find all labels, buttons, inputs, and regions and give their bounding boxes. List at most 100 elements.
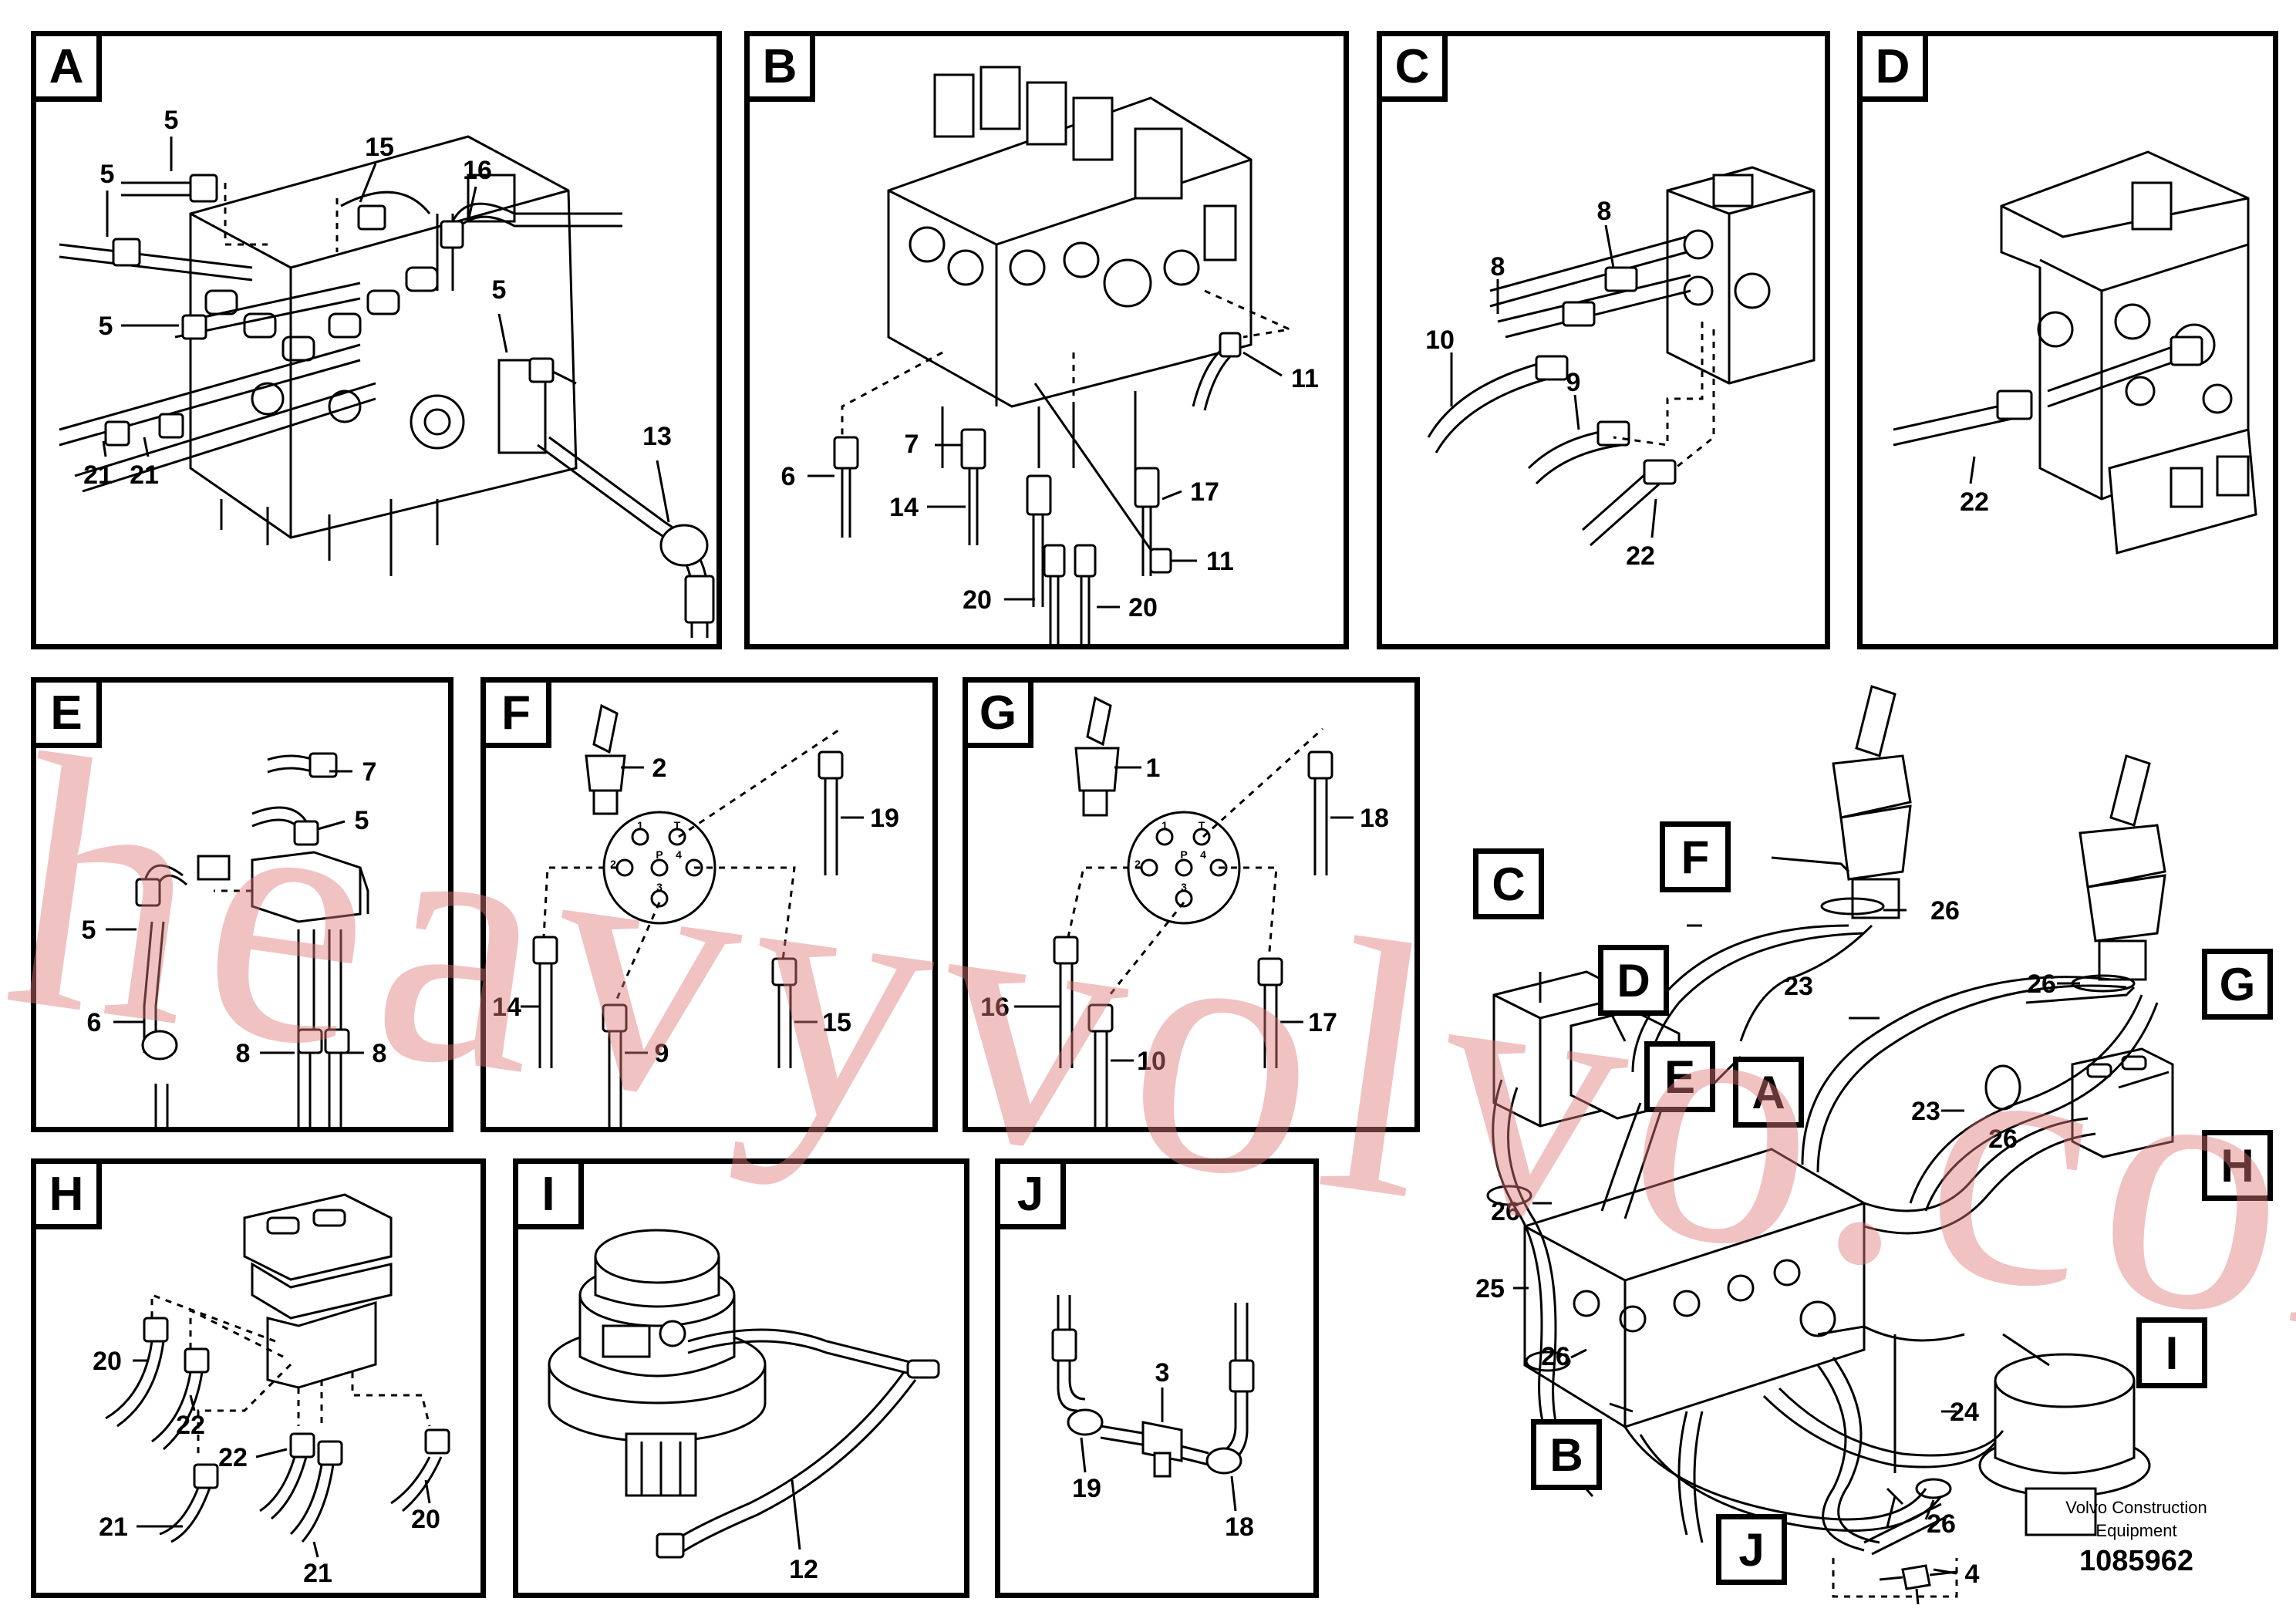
panel-f-label: F (480, 677, 551, 748)
fittings-b (833, 332, 1242, 578)
panel-i-drawing: 12 (548, 1229, 940, 1584)
port-f-4: 4 (676, 848, 682, 861)
hoses-h (105, 1340, 443, 1543)
callout-ov-26-lower-left: 26 (1541, 1342, 1570, 1371)
joystick-left-overview (2079, 754, 2166, 981)
panel-h-drawing: 20 22 22 21 20 21 (93, 1193, 450, 1588)
valve-block-a (189, 135, 578, 576)
callout-d-22: 22 (1960, 487, 1989, 517)
dashed-links-overview (1832, 1558, 1958, 1598)
callout-e-5-top: 5 (355, 806, 369, 835)
overview-label-e: E (1644, 1041, 1715, 1112)
panel-b: B (744, 31, 1349, 649)
callout-c-8-left: 8 (1491, 252, 1505, 282)
callout-a-5-top: 5 (164, 106, 179, 135)
callout-g-17: 17 (1308, 1008, 1337, 1037)
callout-ov-26-left: 26 (2027, 969, 2056, 999)
callout-b-11-top: 11 (1291, 364, 1319, 393)
overview-label-g: G (2202, 949, 2273, 1020)
callout-a-21-left: 21 (83, 460, 113, 490)
panel-e: E (31, 677, 453, 1132)
callout-ov-24: 24 (1950, 1398, 1979, 1427)
port-f-3: 3 (656, 881, 663, 893)
fittings-c (1535, 266, 1677, 485)
callout-h-20-left: 20 (93, 1347, 122, 1376)
panel-e-drawing: 7 5 5 6 8 8 (82, 752, 386, 1127)
callout-b-20-left: 20 (963, 585, 992, 615)
dashed-links-a (224, 183, 339, 252)
callout-b-20-right: 20 (1128, 593, 1158, 622)
callouts-h: 20 22 22 21 20 21 (93, 1347, 440, 1588)
port-labels-g: 1 T 2 P 4 3 (1135, 819, 1206, 893)
leader-lines-j (1080, 1388, 1237, 1512)
callout-c-9: 9 (1566, 368, 1581, 397)
callout-b-14: 14 (889, 493, 919, 522)
overview-label-c: C (1473, 848, 1544, 919)
panel-d: D (1857, 31, 2278, 649)
control-valve-overview (1523, 1148, 1866, 1428)
hoses-c (1427, 235, 1691, 547)
panel-i: I (513, 1158, 969, 1598)
panel-g-label: G (963, 677, 1033, 748)
fittings-i (656, 1359, 940, 1559)
callout-b-17: 17 (1190, 477, 1219, 507)
callout-f-14: 14 (492, 993, 521, 1022)
callout-h-21-bottom: 21 (303, 1559, 332, 1588)
callout-f-15: 15 (822, 1008, 851, 1037)
joystick-right-overview (1832, 685, 1912, 919)
callout-ov-26-top: 26 (1930, 896, 1960, 926)
callout-ov-23-top: 23 (1784, 972, 1813, 1001)
callout-ov-26-bottom: 26 (1927, 1509, 1956, 1539)
hoses-g (1059, 775, 1328, 1127)
callout-j-19: 19 (1072, 1474, 1101, 1503)
panel-j-drawing: 3 19 18 (1051, 1295, 1255, 1542)
callout-f-9: 9 (655, 1039, 669, 1068)
overview-label-a: A (1733, 1057, 1804, 1128)
dashed-links-f (542, 727, 841, 1000)
valve-block-d (2000, 150, 2257, 555)
brand-line-1: Volvo Construction (2065, 1498, 2207, 1517)
fittings-d (1996, 336, 2203, 420)
leader-lines-h (133, 1359, 431, 1558)
callout-f-2: 2 (652, 754, 667, 783)
port-f-t: T (674, 819, 681, 831)
callout-e-6: 6 (87, 1008, 102, 1037)
overview-label-f: F (1660, 821, 1731, 892)
callouts-g: 1 18 16 17 10 (980, 754, 1389, 1076)
leader-lines-a (102, 137, 670, 523)
fittings-a (104, 174, 715, 624)
callouts-overview: 26 23 26 23 26 26 25 26 24 26 4 (1475, 896, 2056, 1589)
fittings-e (135, 752, 350, 1061)
dashed-links-g (1067, 727, 1324, 1000)
callout-g-1: 1 (1146, 754, 1161, 783)
dashed-links-c (1613, 322, 1715, 470)
callout-ov-4: 4 (1965, 1560, 1980, 1589)
panel-f: F 1 T 2 P 4 3 (480, 677, 938, 1132)
fittings-g (1053, 750, 1333, 1033)
valve-block-b (887, 66, 1253, 408)
panel-c-label: C (1377, 31, 1448, 102)
fittings-j (1051, 1328, 1255, 1478)
port-f-2: 2 (610, 858, 616, 870)
panel-e-label: E (31, 677, 102, 748)
panel-a-label: A (31, 31, 102, 102)
panel-a: A (31, 31, 722, 649)
callout-ov-26-right: 26 (1988, 1125, 2018, 1154)
panel-b-label: B (744, 31, 815, 102)
callout-j-3: 3 (1155, 1358, 1170, 1388)
panel-i-label: I (513, 1158, 584, 1229)
callouts-a: 5 5 15 16 5 5 13 21 21 (83, 106, 672, 490)
port-g-1: 1 (1161, 819, 1168, 831)
callouts-b: 11 7 6 14 17 11 20 20 (781, 364, 1319, 622)
overview-label-h: H (2202, 1130, 2273, 1201)
callout-j-18: 18 (1225, 1512, 1254, 1542)
joystick-g (1074, 696, 1120, 817)
overview-label-i: I (2136, 1317, 2207, 1388)
callout-h-20-right: 20 (411, 1505, 440, 1534)
leader-lines-b (807, 351, 1283, 609)
leader-lines-g (1014, 766, 1354, 1062)
callout-c-22: 22 (1626, 541, 1655, 571)
callout-g-16: 16 (980, 993, 1010, 1022)
callout-b-11-bottom: 11 (1206, 547, 1234, 576)
